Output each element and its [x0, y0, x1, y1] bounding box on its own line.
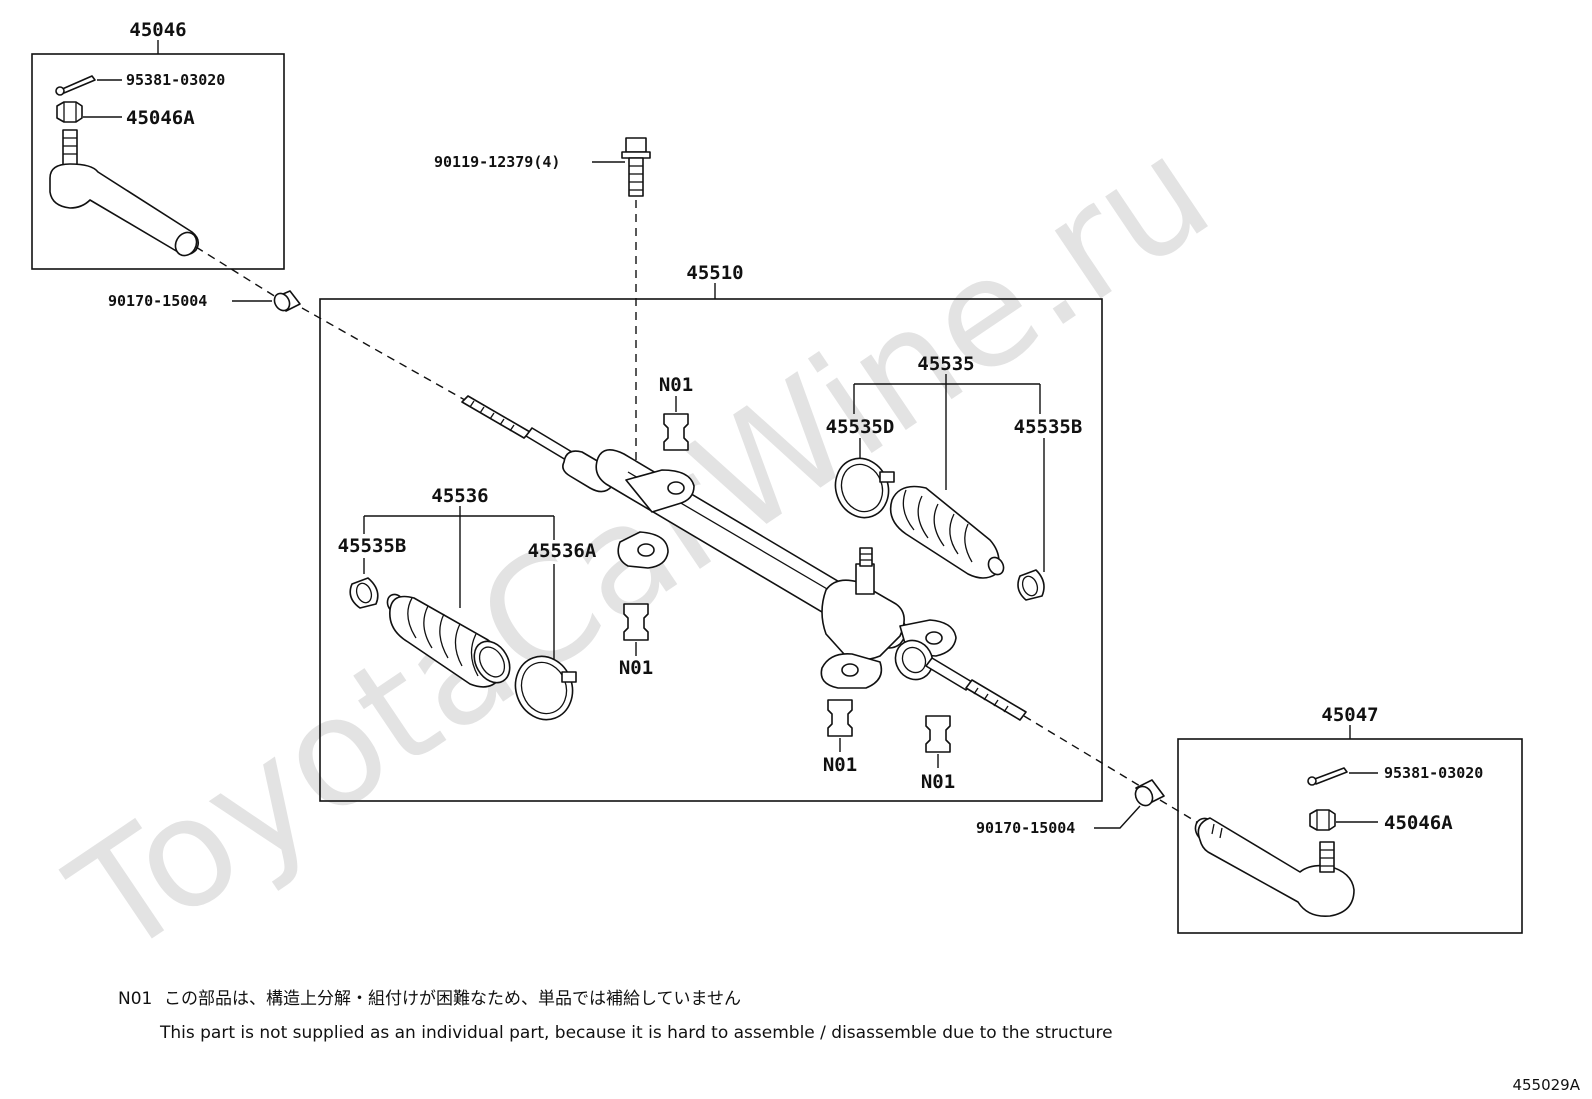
- label-45535B-left[interactable]: 45535B: [338, 535, 407, 557]
- label-45536A[interactable]: 45536A: [528, 540, 597, 562]
- clamp-left-icon[interactable]: [507, 648, 582, 727]
- label-95381-03020-right[interactable]: 95381-03020: [1384, 764, 1483, 782]
- clip-right-icon[interactable]: [1017, 569, 1045, 601]
- assembly-line-right: [1023, 715, 1201, 825]
- bolt-icon[interactable]: [621, 137, 651, 197]
- footnote-code: N01: [118, 989, 152, 1009]
- clip-left-icon[interactable]: [349, 577, 379, 609]
- cotter-pin-left-icon[interactable]: [55, 75, 96, 96]
- label-45535D[interactable]: 45535D: [826, 416, 895, 438]
- tie-rod-end-right-group: 45047 95381-03020 45046A: [1177, 704, 1523, 934]
- boot-left-set-leaders: [363, 506, 555, 664]
- label-90170-15004-left[interactable]: 90170-15004: [108, 292, 207, 310]
- label-n01-bottom-left[interactable]: N01: [823, 754, 857, 776]
- tie-rod-end-left-group: 45046 95381-03020 45046A: [31, 19, 285, 270]
- cotter-pin-right-icon[interactable]: [1307, 767, 1348, 786]
- boot-right-set-leaders: [853, 374, 1045, 572]
- steering-gear-box: [319, 298, 1103, 802]
- steering-rack-icon[interactable]: [461, 395, 1027, 721]
- label-n01-bottom-right[interactable]: N01: [921, 771, 955, 793]
- figure-id: 455029A: [1512, 1076, 1580, 1094]
- label-45536[interactable]: 45536: [431, 485, 488, 507]
- footnote-japanese: この部品は、構造上分解・組付けが困難なため、単品では補給していません: [164, 989, 741, 1009]
- n01-bottom-left-icon[interactable]: [827, 699, 853, 737]
- label-45535B-right[interactable]: 45535B: [1014, 416, 1083, 438]
- clamp-right-icon[interactable]: [827, 451, 896, 525]
- n01-mid-icon[interactable]: [623, 603, 649, 641]
- label-45047[interactable]: 45047: [1321, 704, 1378, 726]
- bushing-right-icon[interactable]: [1132, 779, 1165, 809]
- tie-rod-end-left-icon[interactable]: [49, 129, 201, 259]
- n01-bottom-right-icon[interactable]: [925, 715, 951, 753]
- label-90170-15004-right[interactable]: 90170-15004: [976, 819, 1075, 837]
- label-45046[interactable]: 45046: [129, 19, 186, 41]
- boot-left-icon[interactable]: [384, 591, 517, 689]
- castle-nut-left-icon[interactable]: [56, 101, 83, 123]
- label-95381-03020-left[interactable]: 95381-03020: [126, 71, 225, 89]
- label-45510[interactable]: 45510: [686, 262, 743, 284]
- footnote-english: This part is not supplied as an individu…: [159, 1023, 1113, 1043]
- label-n01-mid[interactable]: N01: [619, 657, 653, 679]
- label-45046A-right[interactable]: 45046A: [1384, 812, 1453, 834]
- castle-nut-right-icon[interactable]: [1309, 809, 1336, 831]
- label-n01-top[interactable]: N01: [659, 374, 693, 396]
- n01-top-icon[interactable]: [663, 413, 689, 451]
- label-90119-12379[interactable]: 90119-12379(4): [434, 153, 560, 171]
- label-45535[interactable]: 45535: [917, 353, 974, 375]
- boot-right-icon[interactable]: [889, 485, 1007, 579]
- label-45046A-left[interactable]: 45046A: [126, 107, 195, 129]
- bushing-left-icon[interactable]: [271, 290, 301, 314]
- assembly-line-left: [195, 246, 473, 405]
- tie-rod-end-right-icon[interactable]: [1191, 815, 1355, 918]
